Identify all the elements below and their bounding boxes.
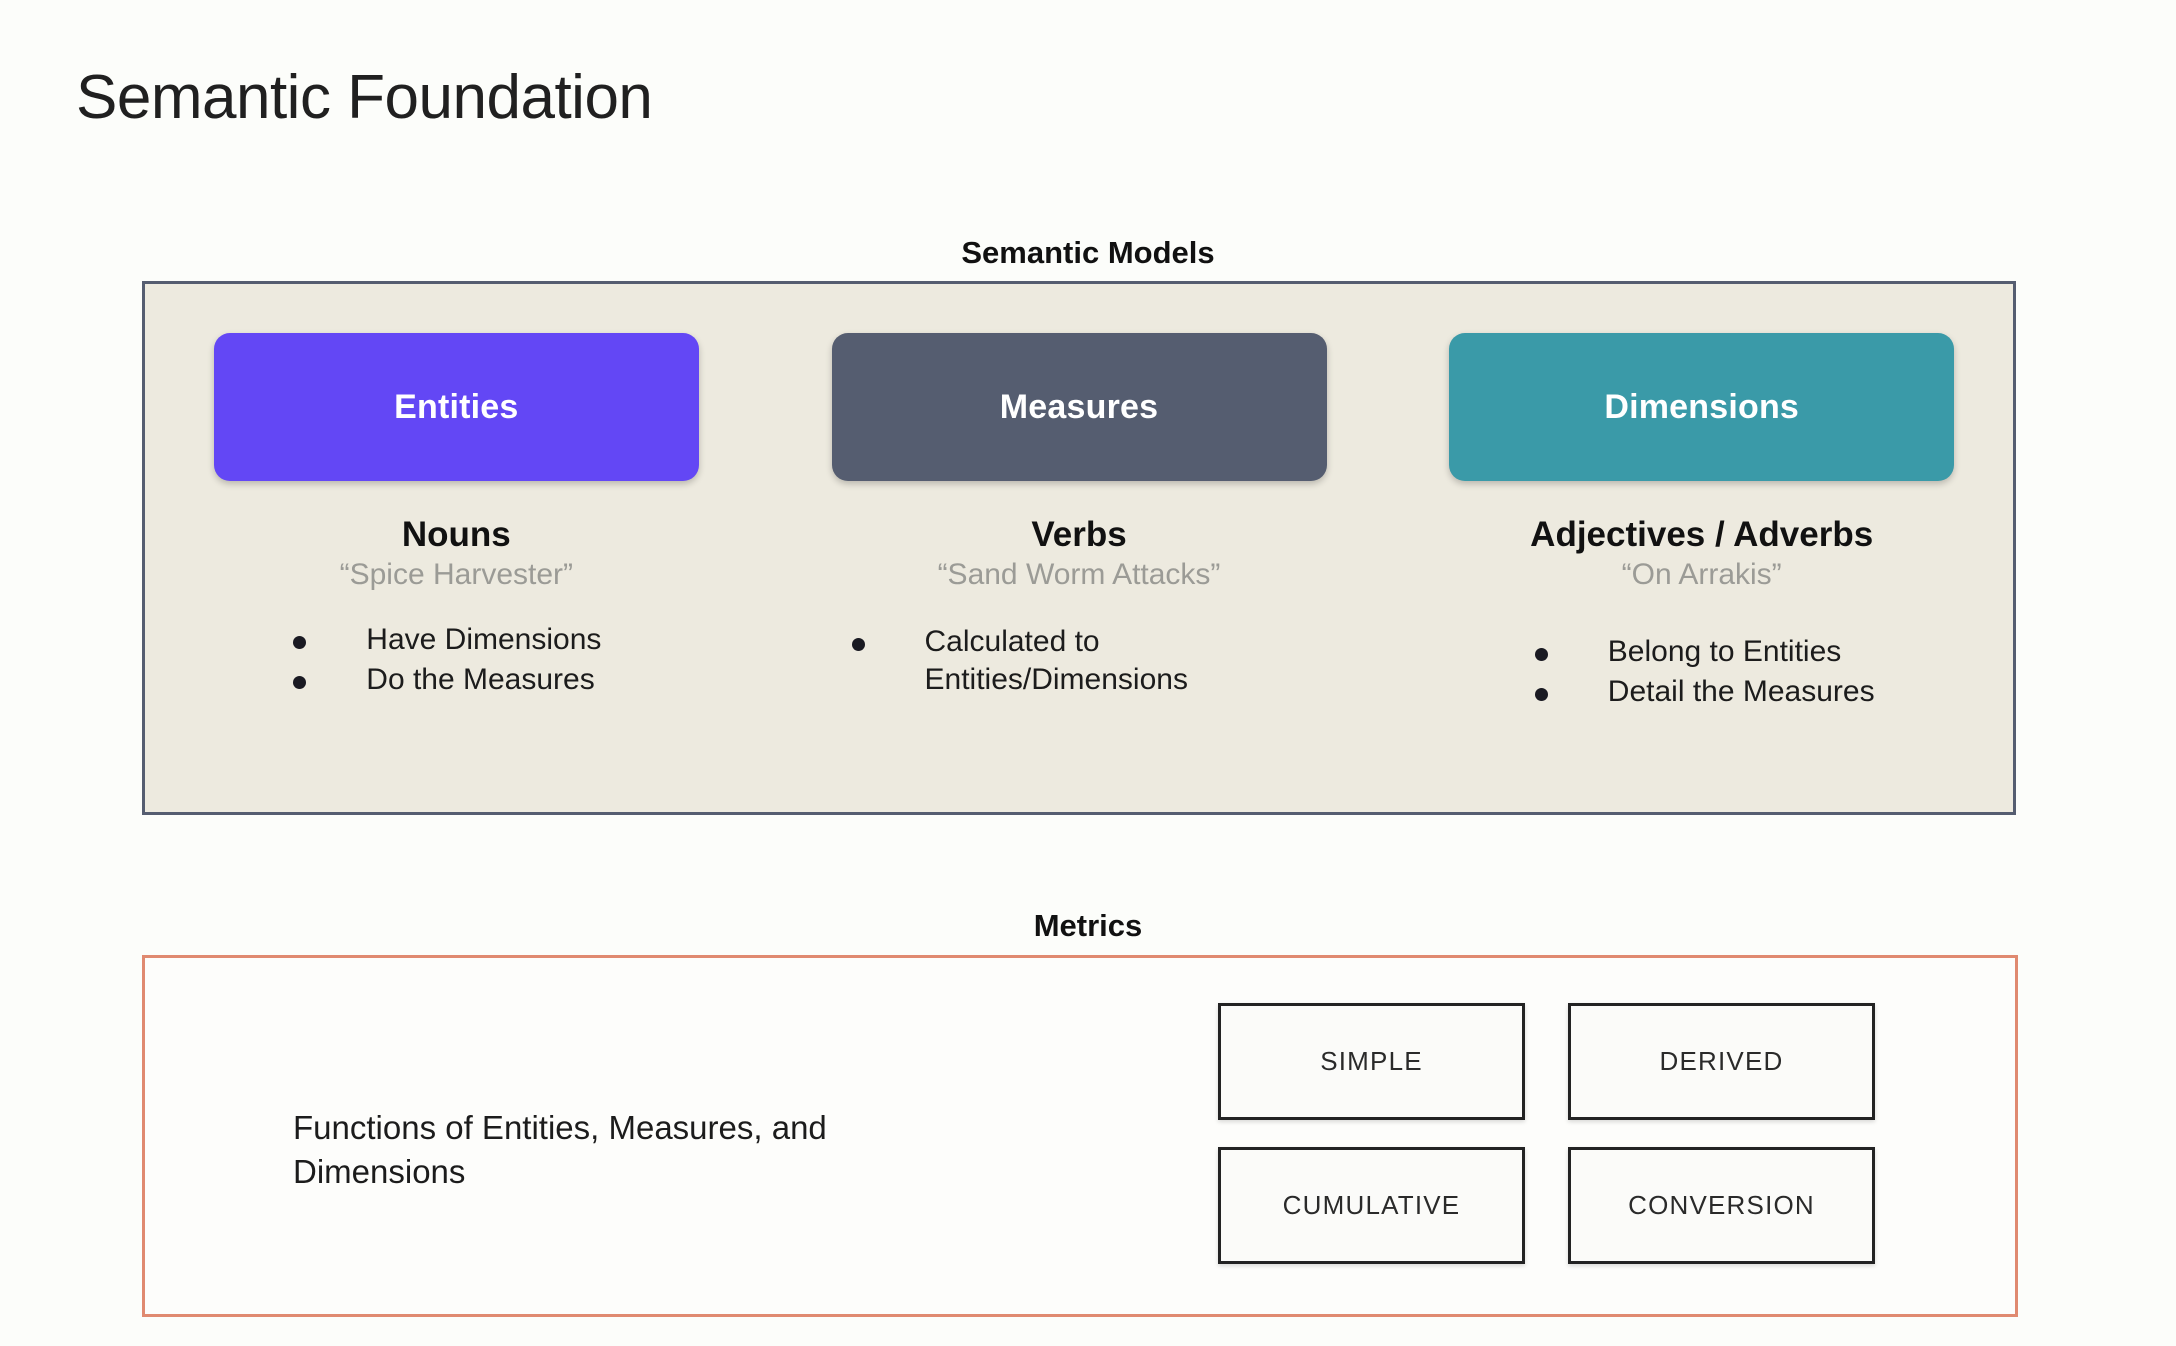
semantic-models-panel: Entities Nouns “Spice Harvester” Have Di… (142, 281, 2016, 815)
bullet-dot-icon (293, 676, 307, 690)
metric-type-cumulative[interactable]: CUMULATIVE (1218, 1147, 1525, 1264)
bullet-dot-icon (1534, 647, 1548, 661)
dimensions-bullet-text: Detail the Measures (1607, 675, 1875, 709)
list-item: Belong to Entities (1534, 633, 1875, 671)
list-item: Detail the Measures (1534, 673, 1875, 711)
semantic-models-columns: Entities Nouns “Spice Harvester” Have Di… (145, 284, 2013, 812)
bullet-dot-icon (1534, 688, 1548, 702)
metrics-section-label: Metrics (1033, 908, 1143, 943)
metric-type-label: SIMPLE (1320, 1046, 1423, 1076)
measures-bullet-list: Calculated to Entities/Dimensions (851, 623, 1285, 702)
list-item: Calculated to Entities/Dimensions (851, 623, 1285, 700)
metrics-panel: Functions of Entities, Measures, and Dim… (142, 955, 2018, 1317)
measures-part-of-speech: Verbs (1031, 515, 1127, 554)
dimensions-part-of-speech: Adjectives / Adverbs (1530, 515, 1874, 554)
metric-type-simple[interactable]: SIMPLE (1218, 1003, 1525, 1120)
dimensions-bullet-text: Belong to Entities (1607, 634, 1842, 668)
metric-type-label: CUMULATIVE (1282, 1190, 1461, 1220)
entities-bullet-text: Do the Measures (366, 663, 595, 697)
dimensions-bullet-list: Belong to Entities Detail the Measures (1534, 633, 1875, 714)
dimensions-pill[interactable]: Dimensions (1449, 333, 1955, 481)
list-item: Have Dimensions (293, 621, 601, 659)
metrics-description: Functions of Entities, Measures, and Dim… (293, 1109, 827, 1190)
entities-bullet-text: Have Dimensions (366, 622, 602, 656)
measures-pill[interactable]: Measures (831, 333, 1327, 481)
measures-bullet-text: Calculated to Entities/Dimensions (924, 624, 1188, 697)
metric-type-label: CONVERSION (1628, 1190, 1815, 1220)
list-item: Do the Measures (293, 661, 601, 699)
metric-type-label: DERIVED (1659, 1046, 1784, 1076)
entities-part-of-speech: Nouns (401, 515, 511, 554)
semantic-column-entities: Entities Nouns “Spice Harvester” Have Di… (145, 284, 768, 812)
entities-example: “Spice Harvester” (339, 557, 574, 591)
dimensions-pill-label: Dimensions (1604, 387, 1800, 426)
semantic-models-section-label: Semantic Models (961, 235, 1215, 270)
measures-example: “Sand Worm Attacks” (937, 557, 1221, 591)
entities-bullet-list: Have Dimensions Do the Measures (293, 621, 601, 702)
entities-pill[interactable]: Entities (213, 333, 699, 481)
semantic-column-dimensions: Dimensions Adjectives / Adverbs “On Arra… (1390, 284, 2013, 812)
semantic-column-measures: Measures Verbs “Sand Worm Attacks” Calcu… (768, 284, 1391, 812)
bullet-dot-icon (293, 635, 307, 649)
metric-type-conversion[interactable]: CONVERSION (1568, 1147, 1875, 1264)
entities-pill-label: Entities (394, 387, 519, 426)
metrics-type-grid: SIMPLE DERIVED CUMULATIVE CONVERSION (1218, 1003, 1875, 1264)
measures-pill-label: Measures (999, 387, 1159, 426)
bullet-dot-icon (851, 637, 865, 651)
page-title: Semantic Foundation (76, 63, 653, 132)
dimensions-example: “On Arrakis” (1621, 557, 1782, 591)
metric-type-derived[interactable]: DERIVED (1568, 1003, 1875, 1120)
